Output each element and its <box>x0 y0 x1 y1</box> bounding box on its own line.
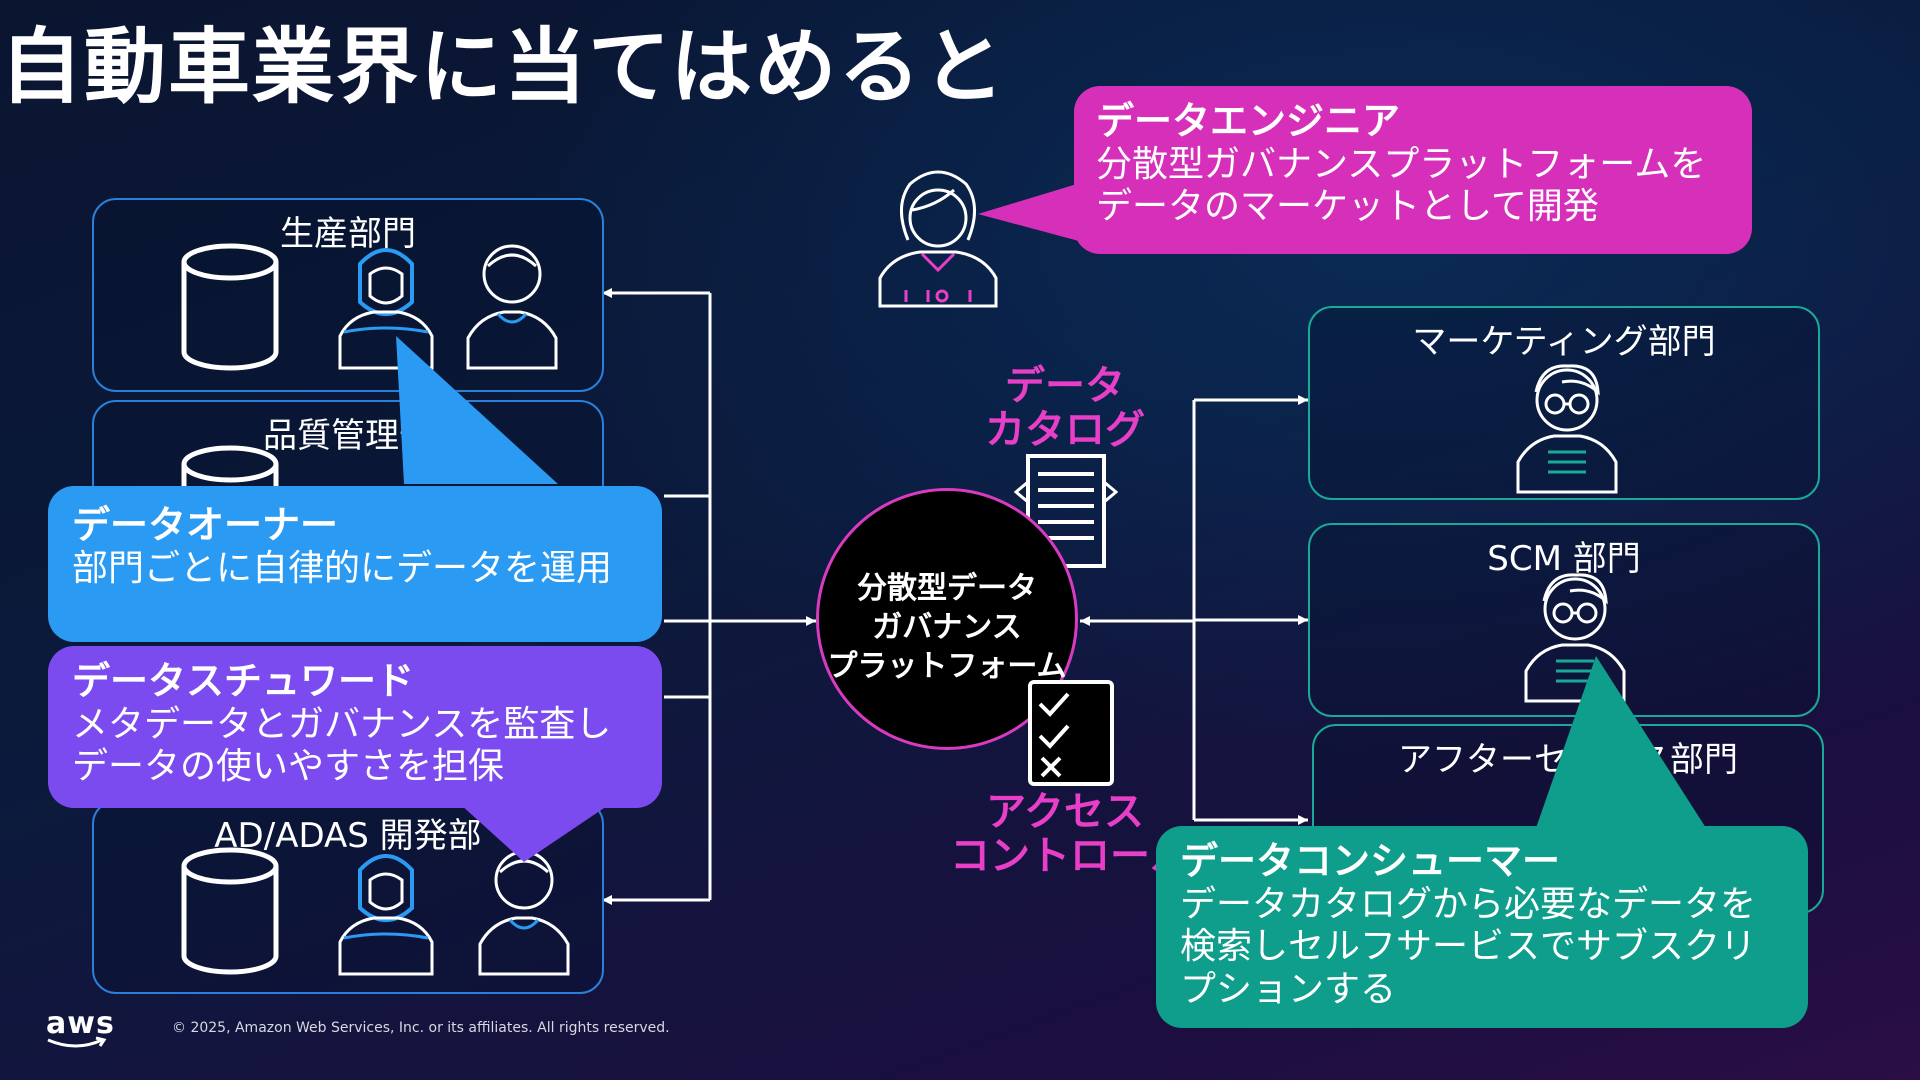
hub-label: 分散型データ ガバナンス プラットフォーム <box>819 569 1075 686</box>
access-label-line: アクセス <box>986 789 1144 835</box>
callout-heading: データエンジニア <box>1096 99 1401 143</box>
hub-label-line: プラットフォーム <box>827 649 1067 684</box>
consumer-person-icon <box>1516 364 1618 494</box>
engineer-callout-tail <box>978 180 1090 244</box>
hub-label-line: 分散型データ <box>857 571 1037 606</box>
catalog-label-line: データ <box>1005 363 1125 409</box>
database-icon <box>181 243 279 371</box>
aws-logo: aws <box>46 1006 115 1041</box>
steward-callout: データスチュワード メタデータとガバナンスを監査し データの使いやすさを担保 <box>48 646 662 808</box>
dept-title: マーケティング部門 <box>1412 322 1716 362</box>
access-control-label: アクセス コントロール <box>950 789 1190 879</box>
aws-smile-icon <box>47 1036 107 1048</box>
callout-heading: データオーナー <box>72 503 339 547</box>
dept-scm: SCM 部門 <box>1308 523 1820 717</box>
database-icon <box>181 847 279 975</box>
person-icon <box>478 850 570 976</box>
data-engineer-person-icon <box>878 170 998 308</box>
dept-title: 生産部門 <box>280 214 416 254</box>
dept-title: SCM 部門 <box>1487 539 1641 579</box>
consumer-person-icon <box>1524 573 1626 703</box>
copyright: © 2025, Amazon Web Services, Inc. or its… <box>172 1020 670 1036</box>
slide-title: 自動車業界に当てはめると <box>0 20 1007 115</box>
callout-line: プションする <box>1180 968 1397 1010</box>
catalog-label-line: カタログ <box>985 407 1145 453</box>
callout-line: 分散型ガバナンスプラットフォームを <box>1096 143 1707 185</box>
callout-line: データのマーケットとして開発 <box>1096 186 1599 228</box>
catalog-label: データ カタログ <box>980 364 1150 452</box>
person-icon <box>466 244 558 370</box>
dept-marketing: マーケティング部門 <box>1308 306 1820 500</box>
owner-callout: データオーナー 部門ごとに自律的にデータを運用 <box>48 486 662 642</box>
callout-line: 検索しセルフサービスでサブスクリ <box>1180 926 1757 968</box>
data-owner-person-icon <box>338 854 434 976</box>
callout-line: データカタログから必要なデータを <box>1180 883 1757 925</box>
steward-callout-tail <box>460 804 610 862</box>
callout-heading: データスチュワード <box>72 659 415 703</box>
checklist-icon <box>1028 680 1114 786</box>
hub-label-line: ガバナンス <box>872 610 1022 645</box>
governance-platform-hub: 分散型データ ガバナンス プラットフォーム <box>816 488 1078 750</box>
dept-title: AD/ADAS 開発部 <box>214 816 482 856</box>
callout-line: データの使いやすさを担保 <box>72 746 505 788</box>
data-owner-person-icon <box>338 248 434 370</box>
consumer-callout-tail <box>1536 656 1706 828</box>
callout-heading: データコンシューマー <box>1180 839 1561 883</box>
access-label-line: コントロール <box>950 833 1190 879</box>
engineer-callout: データエンジニア 分散型ガバナンスプラットフォームを データのマーケットとして開… <box>1074 86 1752 254</box>
dept-production: 生産部門 <box>92 198 604 392</box>
callout-line: 部門ごとに自律的にデータを運用 <box>72 547 613 589</box>
consumer-callout: データコンシューマー データカタログから必要なデータを 検索しセルフサービスでサ… <box>1156 826 1808 1028</box>
owner-callout-tail <box>396 336 558 484</box>
callout-line: メタデータとガバナンスを監査し <box>72 703 612 745</box>
